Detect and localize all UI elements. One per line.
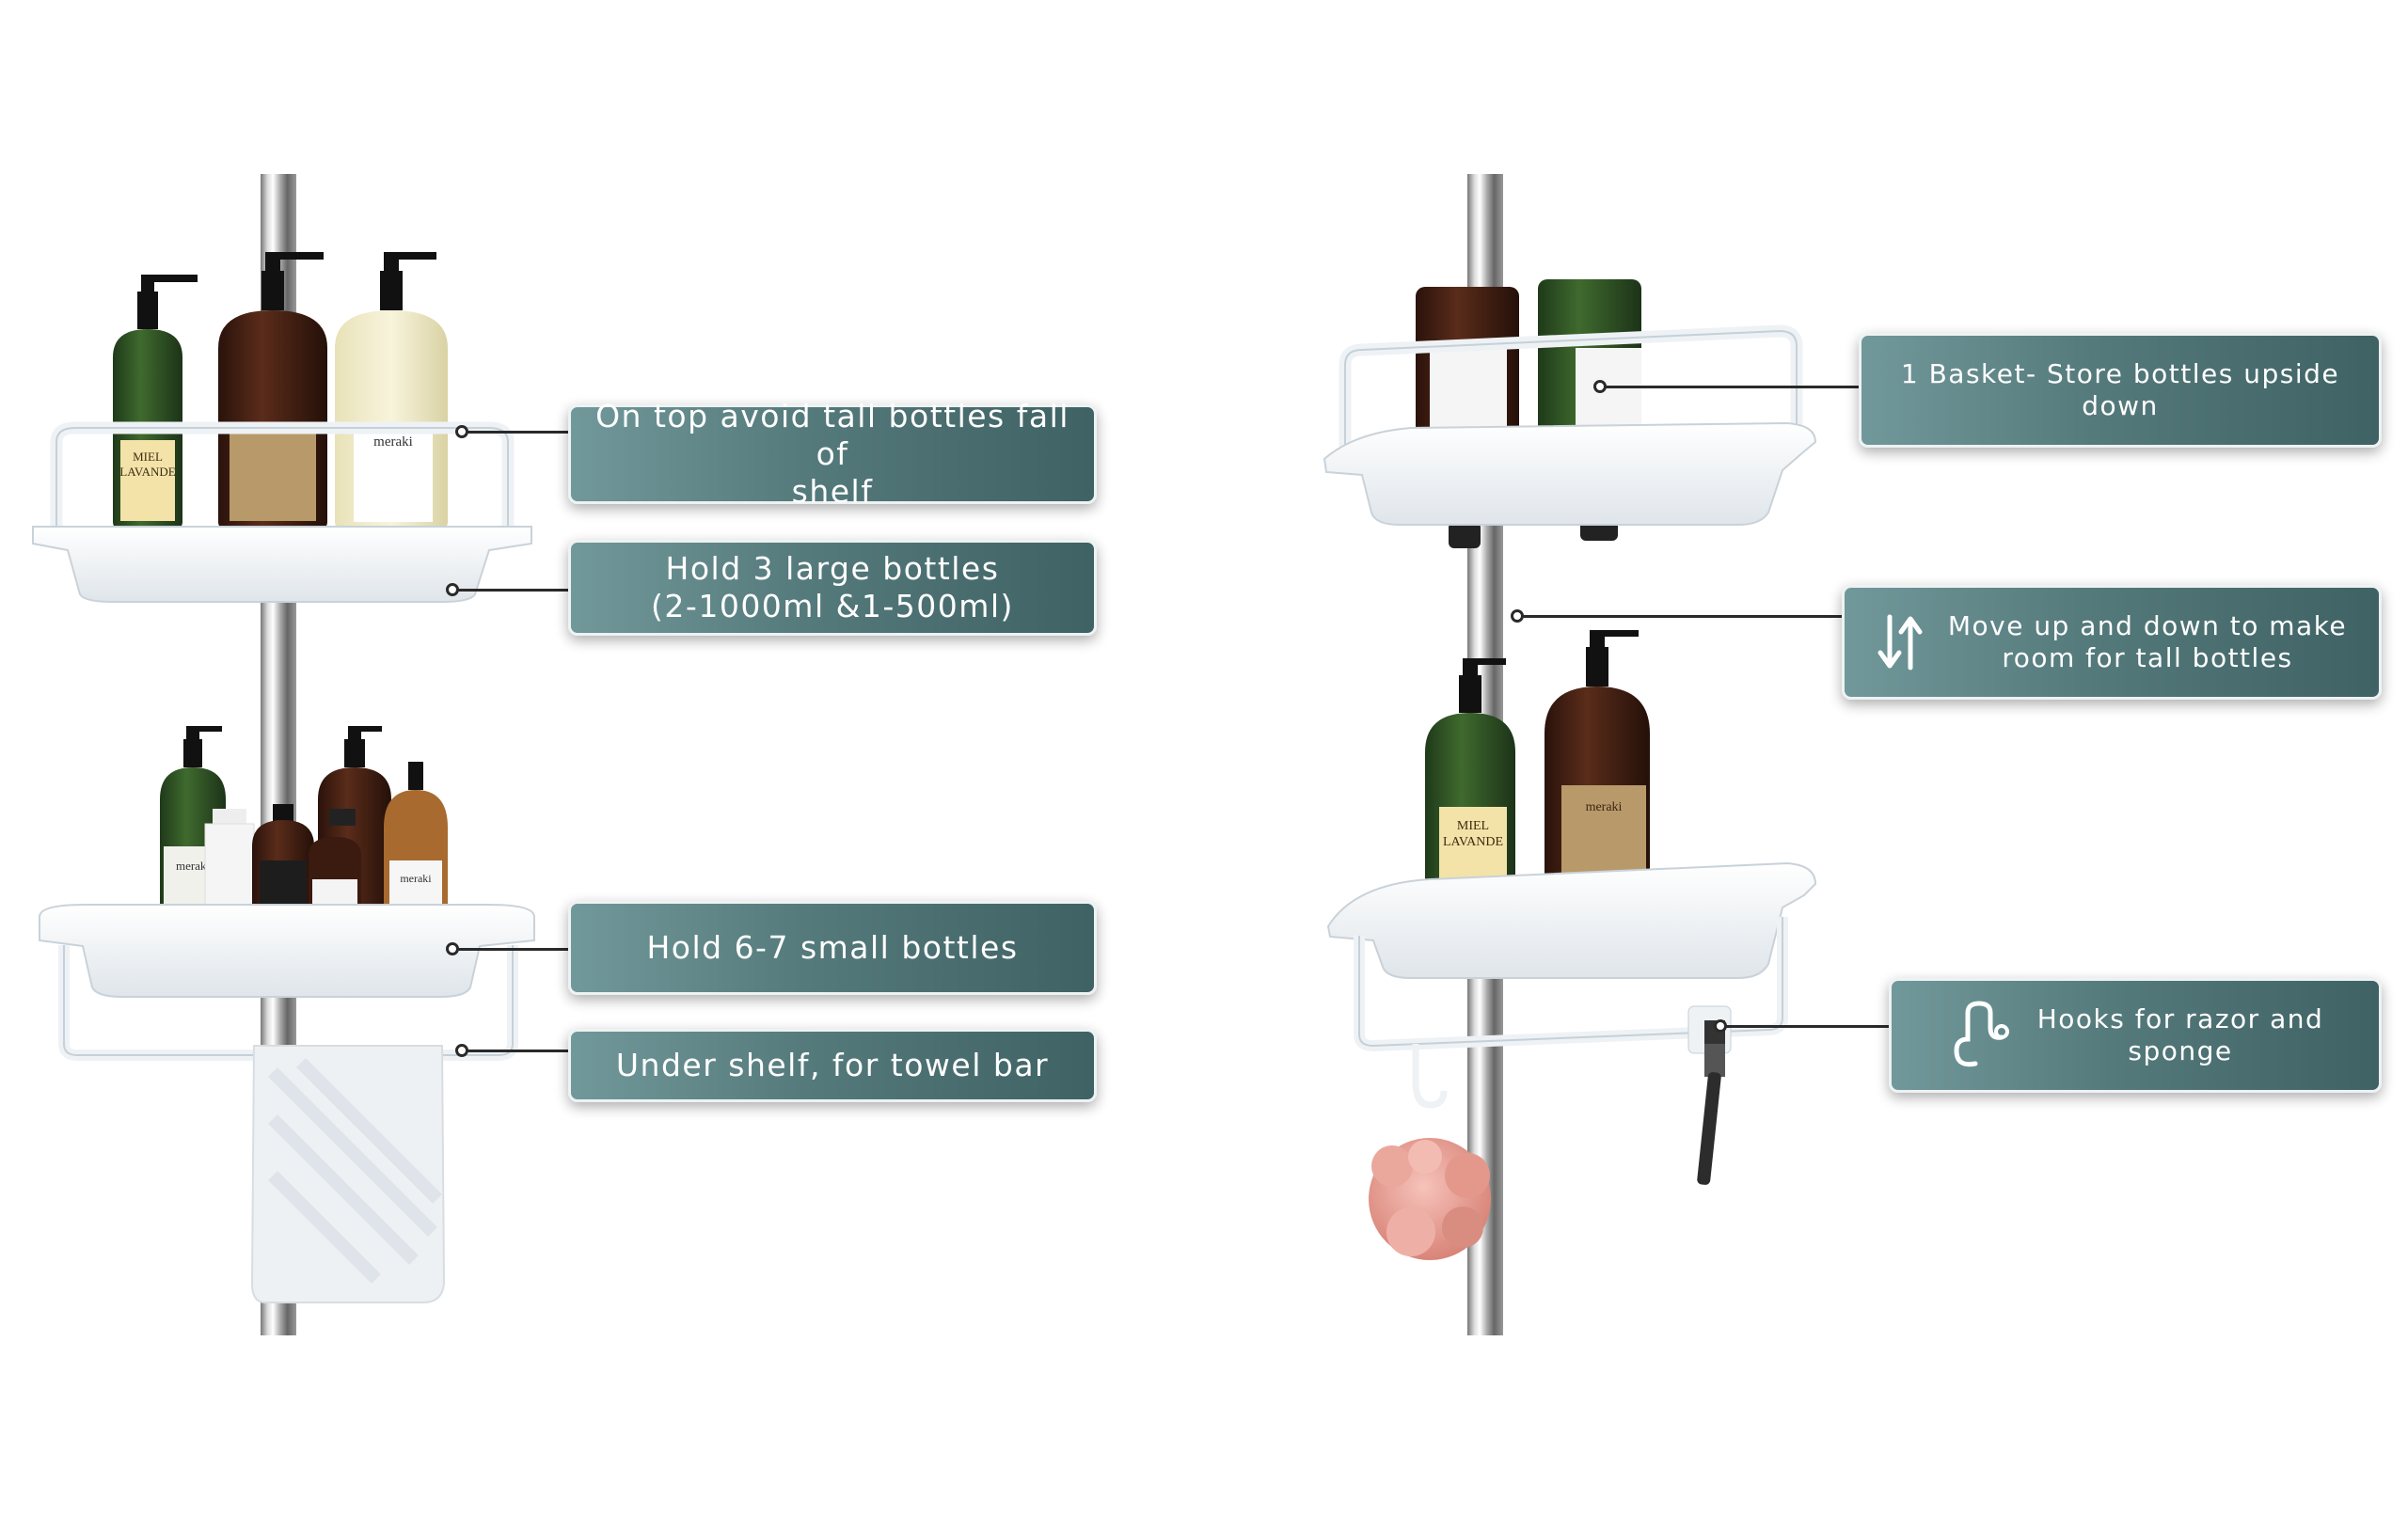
callout-hooks: Hooks for razor and sponge [1889, 978, 2382, 1093]
leader-basket [1599, 386, 1862, 388]
left-caddy-illustration: MIEL LAVANDE meraki meraki [32, 174, 535, 1335]
svg-text:MIEL: MIEL [1457, 819, 1489, 833]
up-down-arrows-icon [1877, 614, 1923, 671]
callout-hold-large-text: Hold 3 large bottles (2-1000ml &1-500ml) [651, 549, 1014, 624]
leader-hooks [1719, 1025, 1893, 1028]
razor [1697, 1044, 1725, 1185]
leader-dot [455, 1044, 468, 1057]
leader-dot [1593, 380, 1607, 393]
callout-hold-large: Hold 3 large bottles (2-1000ml &1-500ml) [568, 540, 1097, 636]
leader-hold-small [452, 948, 572, 951]
callout-towel-bar: Under shelf, for towel bar [568, 1029, 1097, 1102]
svg-text:MIEL: MIEL [133, 450, 163, 464]
callout-basket-text: 1 Basket- Store bottles upside down [1900, 357, 2340, 421]
top-shelf [32, 526, 532, 603]
sponge-hook [1412, 1044, 1448, 1109]
leader-dot [446, 583, 459, 596]
svg-text:meraki: meraki [176, 859, 210, 873]
leader-dot [446, 942, 459, 955]
svg-text:LAVANDE: LAVANDE [1443, 835, 1503, 849]
callout-top-shelf: On top avoid tall bottles fall of shelf [568, 398, 1097, 510]
callout-towel-bar-text: Under shelf, for towel bar [615, 1046, 1050, 1083]
leader-dot [455, 425, 468, 438]
callout-hold-small: Hold 6-7 small bottles [568, 901, 1097, 995]
callout-move-text: Move up and down to make room for tall b… [1947, 609, 2348, 673]
leader-hold-large [452, 589, 572, 592]
leader-dot [1714, 1019, 1727, 1033]
callout-hooks-text: Hooks for razor and sponge [2036, 1002, 2324, 1066]
leader-top-shelf [461, 431, 572, 434]
svg-text:LAVANDE: LAVANDE [119, 465, 176, 479]
sponge [1369, 1138, 1491, 1260]
leader-move [1516, 615, 1846, 618]
leader-dot [1511, 609, 1524, 623]
bottom-shelf [39, 904, 535, 998]
middle-shelf-bottles: MIEL LAVANDE meraki [1425, 630, 1650, 910]
top-shelf-bottles: MIEL LAVANDE meraki [113, 252, 448, 529]
callout-top-shelf-text: On top avoid tall bottles fall of shelf [595, 397, 1069, 511]
svg-text:meraki: meraki [1586, 800, 1623, 814]
right-caddy-illustration: MIEL LAVANDE meraki [1323, 174, 1817, 1335]
callout-basket: 1 Basket- Store bottles upside down [1859, 333, 2382, 448]
svg-text:meraki: meraki [400, 872, 432, 885]
basket [1323, 421, 1817, 526]
leader-towel-bar [461, 1050, 572, 1052]
middle-shelf [1326, 861, 1817, 979]
callout-move: Move up and down to make room for tall b… [1842, 585, 2382, 700]
bottom-shelf-bottles: meraki meraki [160, 726, 448, 932]
svg-text:meraki: meraki [373, 434, 413, 450]
callout-hold-small-text: Hold 6-7 small bottles [646, 928, 1019, 966]
hook-icon [1954, 1001, 2009, 1067]
